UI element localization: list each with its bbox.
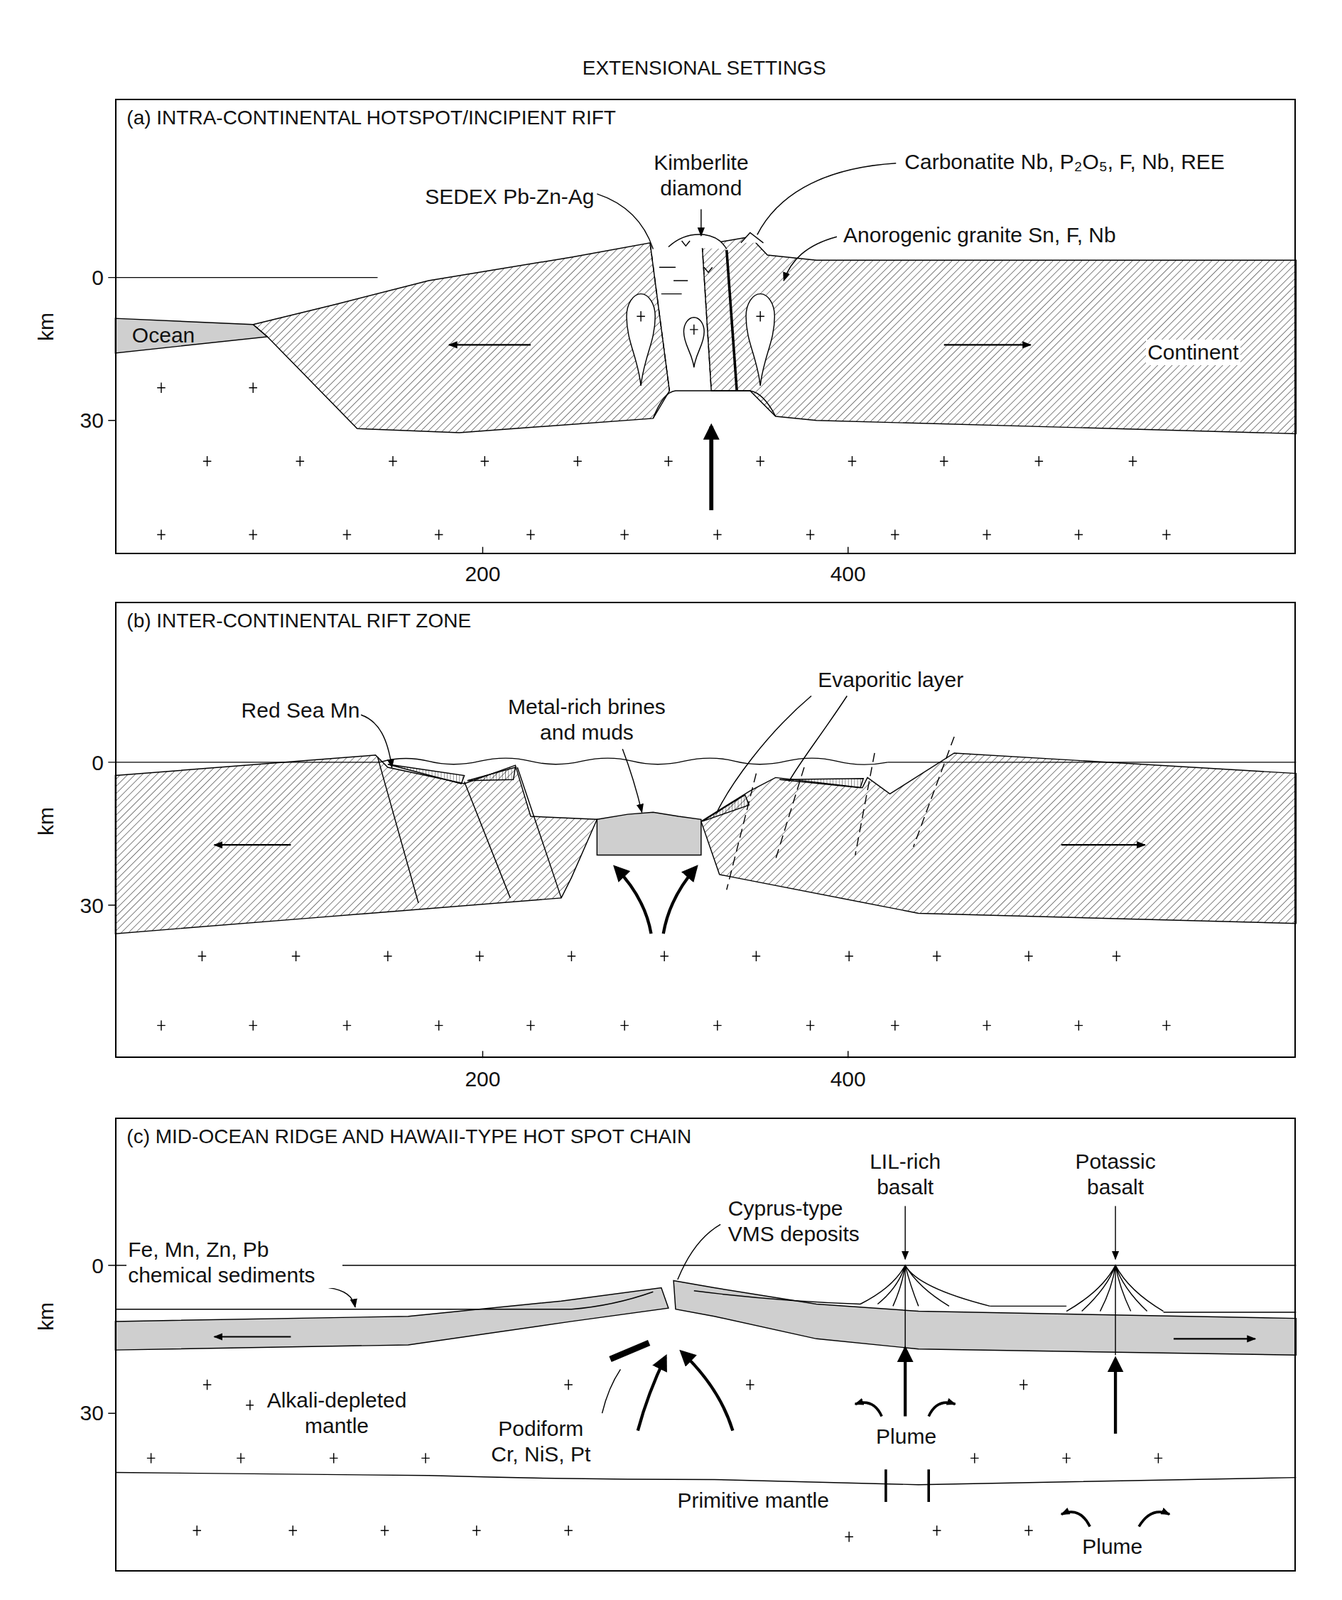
panel-heading: (c) MID-OCEAN RIDGE AND HAWAII-TYPE HOT … — [116, 1118, 702, 1155]
plume-label: Plume — [1080, 1533, 1144, 1560]
axis-unit: km — [33, 805, 59, 837]
deposit-label: Red Sea Mn — [240, 697, 362, 724]
deposit-label: SEDEX Pb-Zn-Ag — [423, 184, 596, 210]
deposit-label: Carbonatite Nb, P₂O₅, F, Nb, REE — [902, 149, 1227, 175]
axis-tick-label: 0 — [90, 1253, 106, 1279]
deposit-label: Fe, Mn, Zn, Pb chemical sediments — [126, 1236, 343, 1289]
axis-tick-label: 200 — [463, 1066, 502, 1092]
axis-tick-label: 30 — [78, 407, 106, 434]
axis-tick-label: 200 — [463, 561, 502, 587]
axis-tick-label: 400 — [829, 1066, 868, 1092]
rock-label: Potassic basalt — [1064, 1148, 1167, 1200]
axis-tick-label: 30 — [78, 893, 106, 919]
region-label: Alkali-depleted mantle — [253, 1387, 420, 1439]
axis-tick-label: 0 — [90, 264, 106, 291]
deposit-label: Anorogenic granite Sn, F, Nb — [841, 222, 1118, 248]
deposit-label: Metal-rich brines and muds — [496, 694, 678, 746]
deposit-label: Podiform Cr, NiS, Pt — [480, 1415, 602, 1468]
region-label: Ocean — [130, 322, 197, 349]
region-label: Primitive mantle — [675, 1487, 830, 1514]
deposit-label: Kimberlite diamond — [639, 149, 764, 202]
axis-unit: km — [33, 311, 59, 343]
plume-label: Plume — [874, 1423, 938, 1450]
region-label: Continent — [1145, 339, 1240, 366]
deposit-label: Cyprus-type VMS deposits — [726, 1195, 879, 1247]
rock-label: LIL-rich basalt — [856, 1148, 955, 1200]
panel-heading: (a) INTRA-CONTINENTAL HOTSPOT/INCIPIENT … — [116, 100, 626, 136]
axis-tick-label: 400 — [829, 561, 868, 587]
panel-heading: (b) INTER-CONTINENTAL RIFT ZONE — [116, 603, 481, 639]
axis-tick-label: 30 — [78, 1400, 106, 1426]
region-label: Evaporitic layer — [816, 667, 965, 693]
axis-tick-label: 0 — [90, 750, 106, 776]
diagram-title: EXTENSIONAL SETTINGS — [582, 56, 827, 81]
axis-unit: km — [33, 1300, 59, 1333]
setting-panel: (b) INTER-CONTINENTAL RIFT ZONE — [115, 601, 1296, 1058]
